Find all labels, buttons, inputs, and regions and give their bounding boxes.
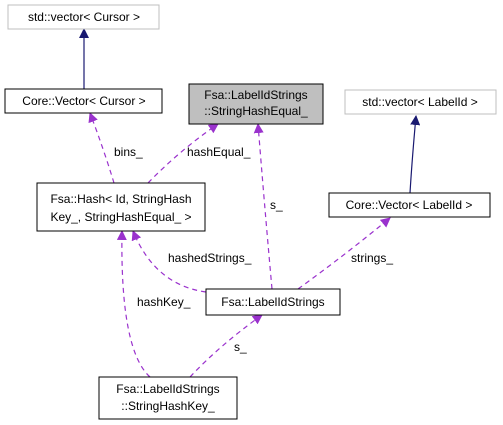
node-label: Fsa::LabelIdStrings [204,88,307,102]
edge-label-bins: bins_ [114,145,143,159]
node-fsa-labelidstrings[interactable]: Fsa::LabelIdStrings [205,288,341,316]
edge-s-key [189,314,263,378]
node-label: Key_, StringHashEqual_ > [50,210,191,224]
node-label: ::StringHashKey_ [121,399,215,413]
edge-label-hash-key: hashKey_ [137,295,191,309]
node-label: Fsa::LabelIdStrings [221,295,324,309]
node-std-vector-labelid[interactable]: std::vector< LabelId > [344,89,497,115]
node-std-vector-cursor[interactable]: std::vector< Cursor > [7,4,160,30]
node-string-hash-key[interactable]: Fsa::LabelIdStrings ::StringHashKey_ [98,376,238,420]
node-label: ::StringHashEqual_ [204,104,308,118]
edge-label-strings: strings_ [351,251,393,265]
node-label: Fsa::Hash< Id, StringHash [50,192,191,206]
edge-inherit-core-vector-labelid [409,115,421,194]
node-label: Core::Vector< Cursor > [22,94,145,108]
edge-bins [88,112,115,184]
edge-label-hash-equal: hashEqual_ [187,145,251,159]
node-label: std::vector< LabelId > [362,95,477,109]
edge-label-hashed-strings: hashedStrings_ [168,251,252,265]
node-label: std::vector< Cursor > [28,10,140,24]
node-string-hash-equal[interactable]: Fsa::LabelIdStrings ::StringHashEqual_ [188,83,324,125]
node-fsa-hash[interactable]: Fsa::Hash< Id, StringHash Key_, StringHa… [36,182,206,232]
edge-s-equal [253,123,273,290]
edge-label-s-key: s_ [234,340,247,354]
edge-hashed-strings [131,230,207,293]
edge-hash-equal [147,123,219,184]
edge-strings [297,217,391,290]
node-label: Core::Vector< LabelId > [346,198,473,212]
node-label: Fsa::LabelIdStrings [116,382,219,396]
edge-hash-key [116,230,151,378]
node-core-vector-cursor[interactable]: Core::Vector< Cursor > [4,88,163,114]
node-core-vector-labelid[interactable]: Core::Vector< LabelId > [328,192,491,218]
edge-label-s-equal: s_ [270,198,283,212]
